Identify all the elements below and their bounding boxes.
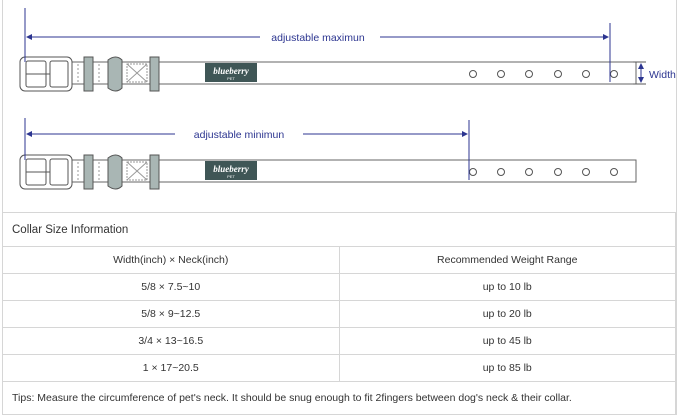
size-cell: 3/4 × 13~16.5 (2, 327, 340, 355)
d-ring-icon (107, 154, 123, 190)
brand-logo-subtext: PET (227, 76, 235, 81)
label-width: Width (649, 69, 676, 81)
tips: Tips: Measure the circumference of pet's… (2, 381, 676, 415)
size-table: Collar Size Information Width(inch) × Ne… (2, 212, 676, 415)
hole (554, 70, 562, 78)
hole (582, 168, 590, 176)
size-cell: 5/8 × 9~12.5 (2, 300, 340, 328)
brand-label (205, 161, 257, 180)
hole (525, 168, 533, 176)
collar-max: blueberry PET (19, 56, 637, 92)
label-max: adjustable maximun (271, 32, 365, 44)
weight-cell: up to 20 lb (338, 300, 676, 328)
label-min: adjustable minimun (194, 129, 285, 141)
hole (554, 168, 562, 176)
brand-logo-text: blueberry (213, 66, 250, 76)
collar-min: blueberry PET (19, 154, 637, 190)
brand-label (205, 63, 257, 82)
loop (83, 56, 94, 92)
hole (525, 70, 533, 78)
hole (497, 168, 505, 176)
brand-logo-text: blueberry (213, 164, 250, 174)
loop (83, 154, 94, 190)
header-size: Width(inch) × Neck(inch) (2, 246, 340, 274)
loop (149, 154, 160, 190)
table-title: Collar Size Information (2, 212, 676, 247)
weight-cell: up to 45 lb (338, 327, 676, 355)
hole (469, 70, 477, 78)
weight-cell: up to 10 lb (338, 273, 676, 301)
hole (469, 168, 477, 176)
loop (149, 56, 160, 92)
collar-diagram: blueberry PET blueberry PET adjustable m… (19, 8, 676, 190)
hole (497, 70, 505, 78)
hole (610, 70, 618, 78)
hole (582, 70, 590, 78)
hole (610, 168, 618, 176)
d-ring-icon (107, 56, 123, 92)
size-cell: 1 × 17~20.5 (2, 354, 340, 382)
weight-cell: up to 85 lb (338, 354, 676, 382)
brand-logo-subtext: PET (227, 174, 235, 179)
header-weight: Recommended Weight Range (338, 246, 676, 274)
size-cell: 5/8 × 7.5~10 (2, 273, 340, 301)
